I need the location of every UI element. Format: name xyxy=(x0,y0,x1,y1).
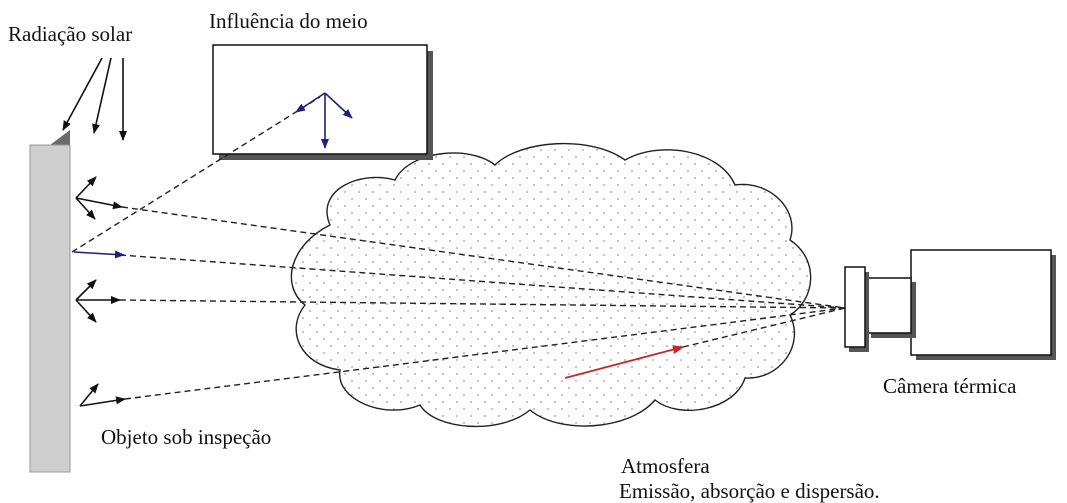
object-label: Objeto sob inspeção xyxy=(101,425,272,449)
surface-emission-arrows xyxy=(75,176,126,407)
solar-radiation-arrows xyxy=(62,57,127,141)
environment-influence-label: Influência do meio xyxy=(209,9,368,33)
camera-label: Câmera térmica xyxy=(883,374,1017,398)
thermal-camera xyxy=(844,249,1056,360)
atmosphere-title-label: Atmosfera xyxy=(621,454,710,478)
environment-arrows xyxy=(295,92,353,149)
reflected-ray-arrow xyxy=(73,250,125,259)
atmosphere-emission-arrow xyxy=(564,345,684,379)
atmosphere-cloud xyxy=(290,142,812,428)
object-wall xyxy=(29,130,71,473)
environment-box xyxy=(212,44,433,160)
dashed-rays xyxy=(71,96,846,400)
atmosphere-effects-label: Emissão, absorção e dispersão. xyxy=(619,479,880,503)
solar-radiation-label: Radiação solar xyxy=(8,22,133,46)
